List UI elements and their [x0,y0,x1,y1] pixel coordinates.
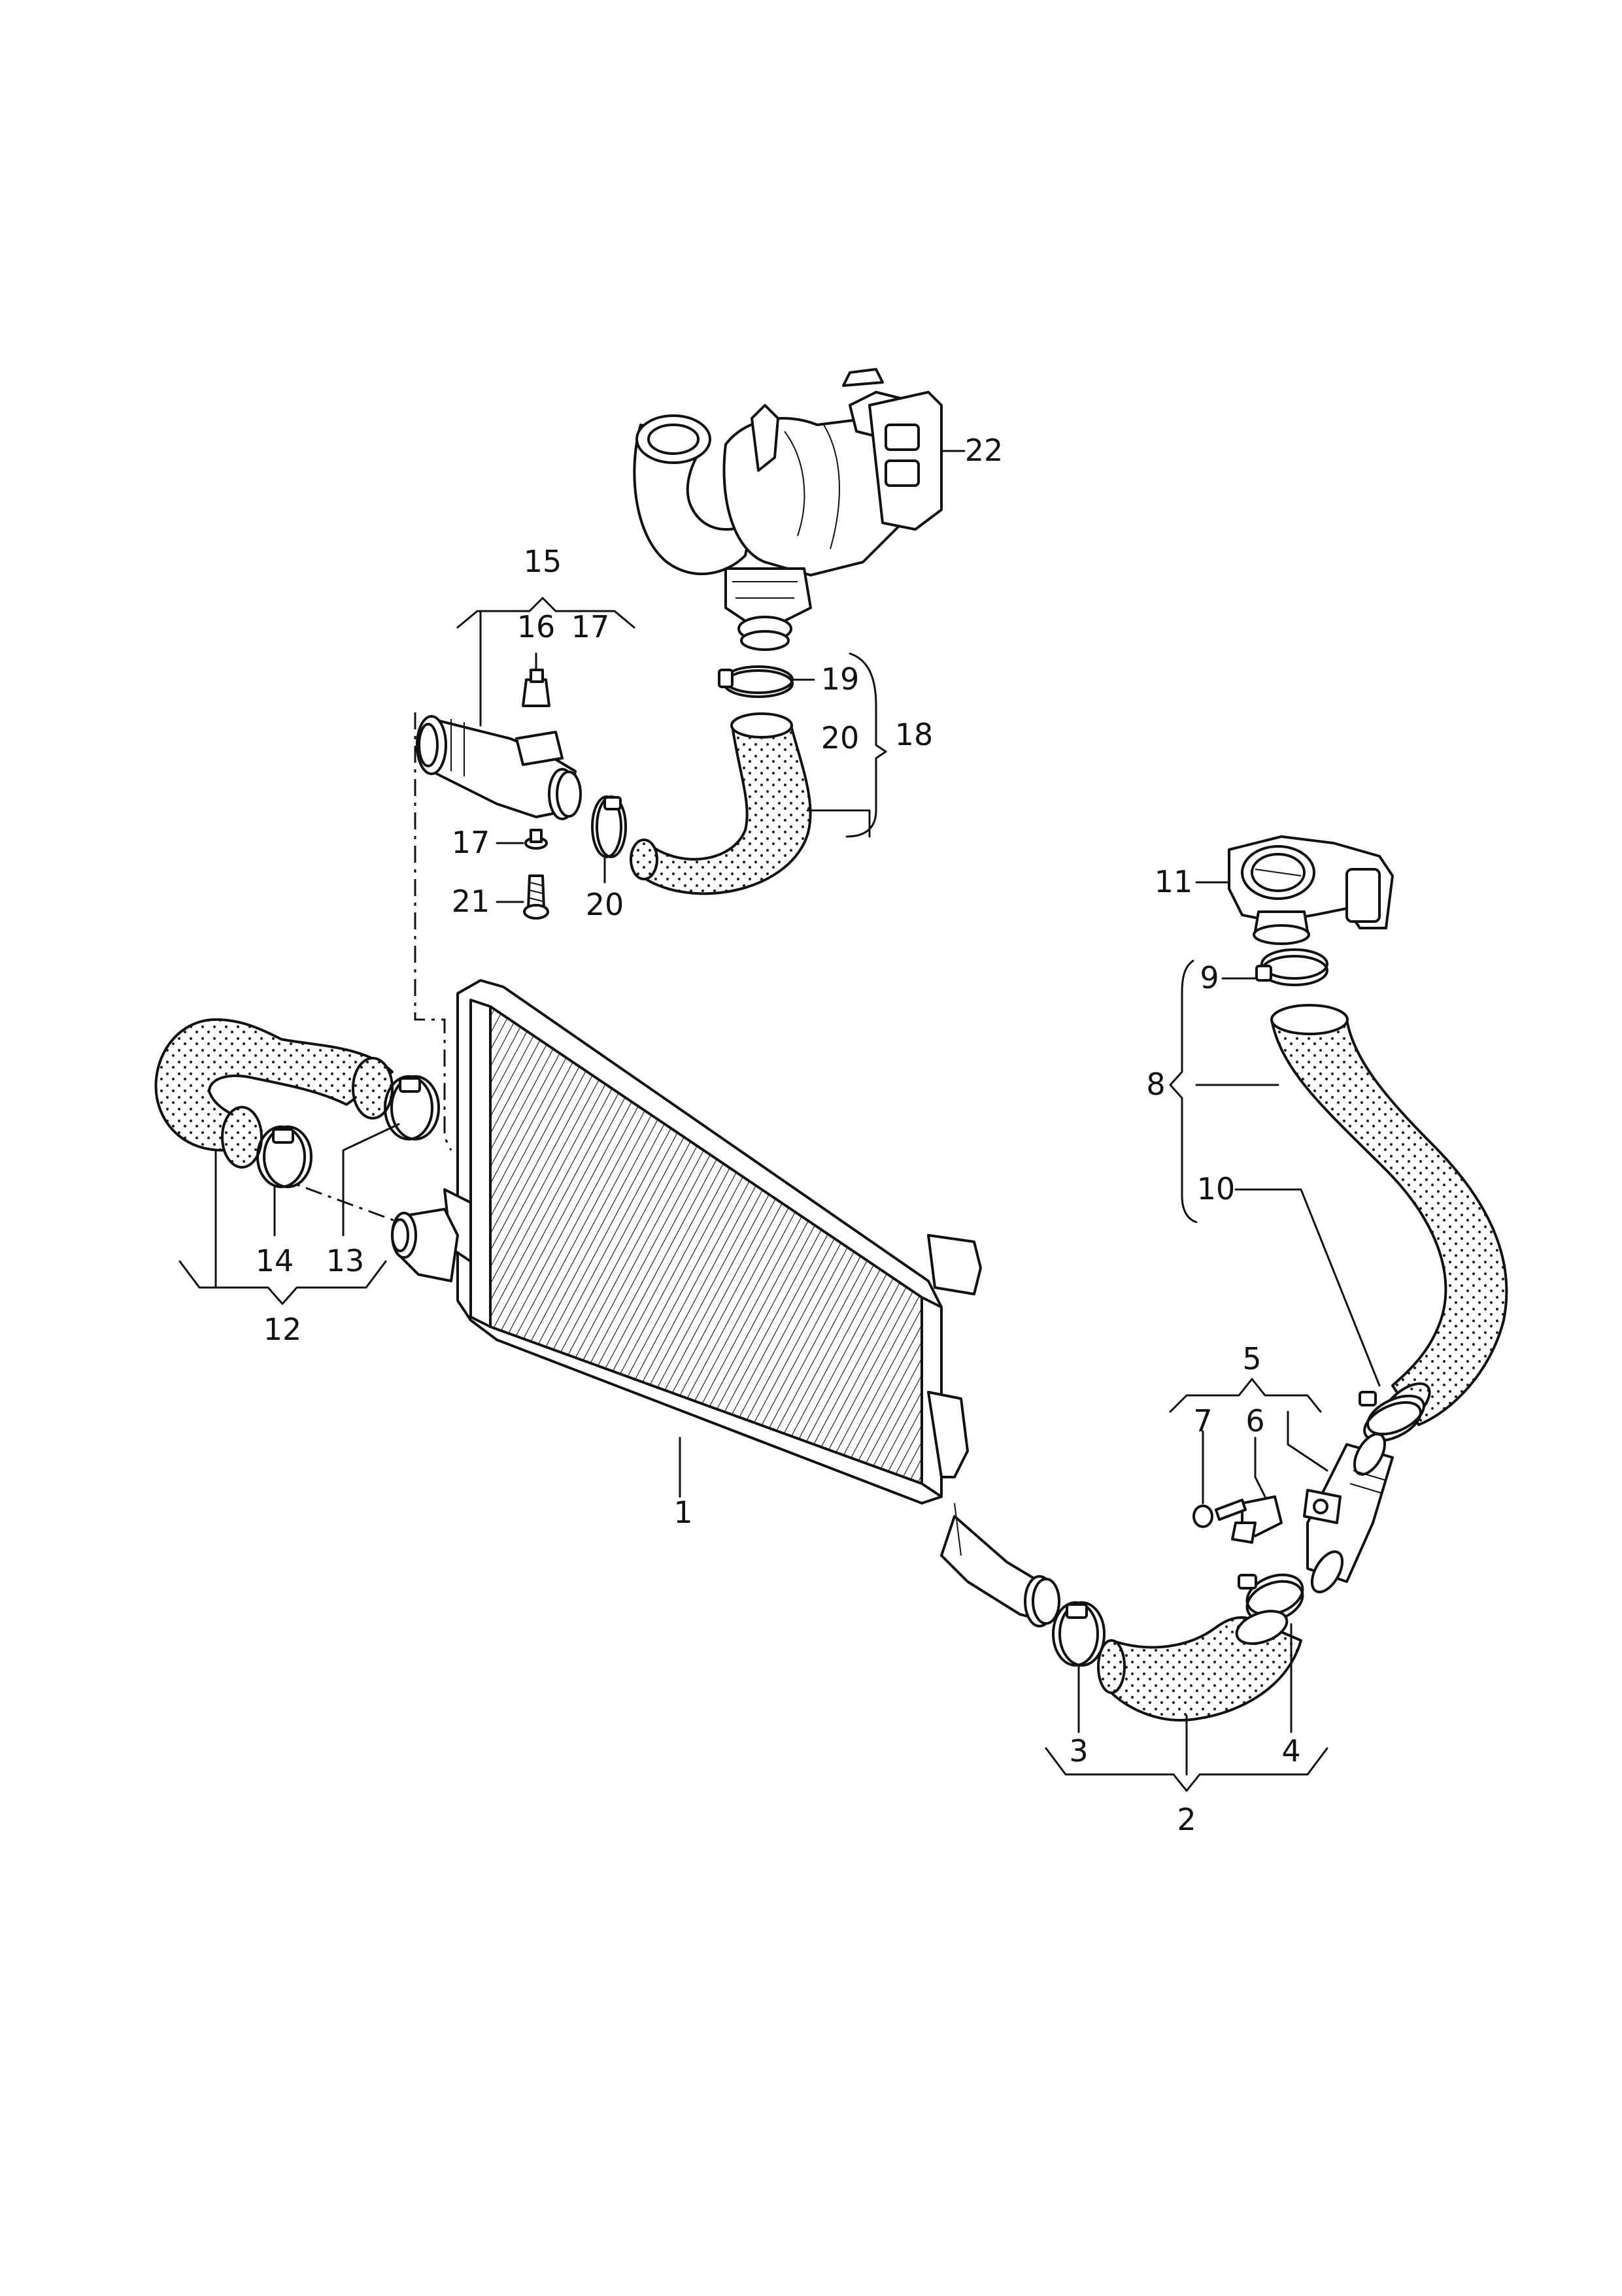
hose-upper [630,712,812,895]
label-10: 10 [1197,1171,1236,1206]
washer-17 [496,829,548,850]
connector-pipe-15 [416,715,582,820]
label-17: 17 [452,825,490,860]
intercooler-1 [443,979,1060,1627]
label-13: 13 [326,1243,365,1278]
bracket-18 [845,652,887,838]
label-19: 19 [821,661,860,697]
hose-lower-2 [1097,1610,1302,1722]
leader-13 [342,1123,400,1237]
label-4: 4 [1281,1733,1300,1769]
label-14: 14 [256,1243,294,1278]
label-15: 15 [524,544,562,579]
screw-7 [1192,1499,1247,1528]
bracket-12 [178,1260,387,1305]
label-17-top: 17 [571,609,610,644]
callout-labels: 1 2 3 4 5 6 7 8 9 10 11 12 13 14 15 16 1… [256,433,1301,1837]
sensor-6 [1231,1495,1283,1544]
label-3: 3 [1069,1733,1088,1769]
label-5: 5 [1242,1341,1261,1376]
label-18: 18 [895,717,934,752]
bracket-2 [1045,1747,1328,1792]
assembly-line-lower [274,1175,399,1223]
leader-10 [1234,1188,1381,1387]
bracket-15 [456,597,635,629]
label-20: 20 [586,887,624,922]
hose-left-12 [154,1018,394,1169]
bolt-16 [522,652,550,707]
clamp-3 [1052,1601,1106,1667]
label-2: 2 [1177,1802,1196,1837]
clamp-20 [591,795,627,884]
clamp-19 [718,665,794,698]
label-12: 12 [263,1312,302,1347]
label-1: 1 [673,1495,692,1530]
assembly-line-left [414,712,452,1151]
label-7: 7 [1193,1403,1212,1439]
label-20-right: 20 [821,720,860,756]
throttle-body-11 [1228,835,1394,945]
clamp-9 [1255,948,1328,986]
hose-right-8 [1270,1004,1508,1428]
label-21: 21 [452,884,490,919]
leader-6 [1254,1437,1266,1498]
leader-20-upper [806,809,871,838]
label-8: 8 [1146,1067,1165,1102]
label-6: 6 [1245,1403,1264,1439]
screw-21 [496,874,549,920]
label-16: 16 [517,609,556,644]
intercooler-inlet-stub [391,1208,459,1282]
label-22: 22 [965,433,1004,468]
clamp-14 [256,1125,313,1188]
bracket-8 [1169,959,1198,1223]
bracket-5 [1169,1378,1322,1413]
clamp-13 [384,1075,440,1140]
label-11: 11 [1155,864,1193,899]
connector-pipe-5 [1303,1433,1394,1593]
leader-5 [1287,1410,1328,1472]
clamp-10 [1359,1391,1425,1442]
label-9: 9 [1200,960,1219,995]
turbocharger [633,368,943,651]
